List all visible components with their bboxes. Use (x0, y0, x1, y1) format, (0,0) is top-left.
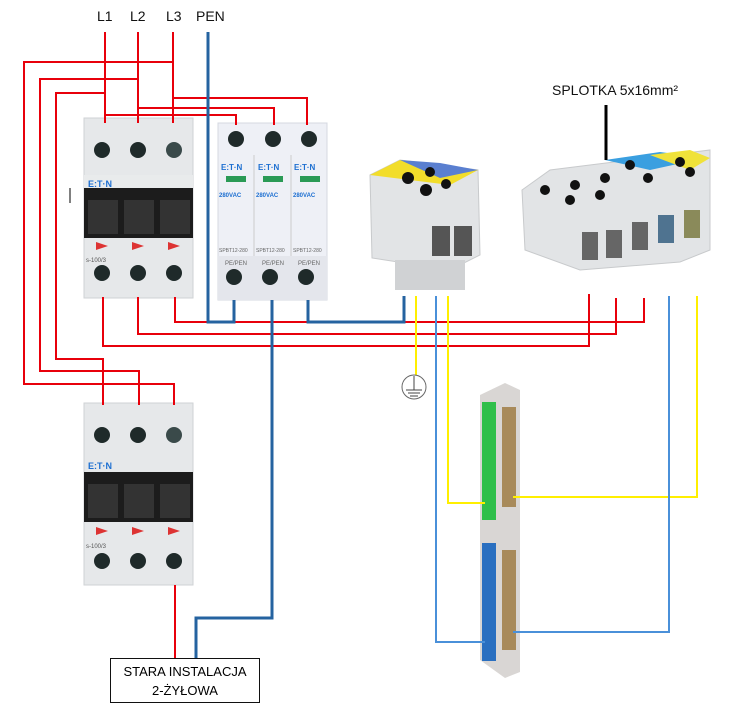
phase-wire (173, 97, 308, 125)
neutral-wire (513, 296, 670, 633)
surge-protector: E:T·N E:T·N E:T·N 280VAC 280VAC 280VAC S… (217, 122, 328, 301)
spd-model-1: SPBT12-280 (219, 248, 248, 254)
phase-wire (137, 297, 617, 335)
spd-brand-1: E:T·N (221, 163, 243, 172)
spd-pen-2: PE/PEN (262, 261, 284, 267)
switch-model: s-100/3 (86, 258, 107, 264)
spd-pen-3: PE/PEN (298, 261, 320, 267)
spd-voltage-1: 280VAC (219, 193, 242, 199)
pen-wire (194, 300, 274, 658)
spd-voltage-3: 280VAC (293, 193, 316, 199)
label-l1: L1 (97, 8, 113, 24)
pen-wire (306, 296, 406, 324)
spd-model-3: SPBT12-280 (293, 248, 322, 254)
wires (23, 32, 698, 658)
pen-terminal-block (369, 159, 481, 290)
neutral-wire (435, 296, 485, 643)
main-switch-top: E:T·N s-100/3 (83, 117, 194, 299)
switch-brand: E:T·N (88, 179, 112, 189)
phase-wire (39, 78, 140, 405)
label-l3: L3 (166, 8, 182, 24)
pe-wire (447, 296, 485, 504)
spd-brand-3: E:T·N (294, 163, 316, 172)
phase-wire (23, 61, 175, 405)
switch2-model: s-100/3 (86, 544, 107, 550)
old-installation-box: STARA INSTALACJA 2-ŻYŁOWA (110, 658, 260, 703)
phase-wire (105, 114, 237, 125)
label-l2: L2 (130, 8, 146, 24)
phase-wire (55, 92, 105, 405)
main-switch-bottom: E:T·N s-100/3 (83, 402, 194, 586)
old-installation-line2: 2-ŻYŁOWA (152, 683, 218, 698)
splotka-terminal-block (521, 149, 711, 271)
phase-wire (174, 297, 645, 323)
old-installation-line1: STARA INSTALACJA (123, 664, 247, 679)
pen-wire (206, 32, 236, 324)
phase-wire (102, 294, 590, 347)
spd-pen-1: PE/PEN (225, 261, 247, 267)
phase-wire (138, 107, 275, 125)
splotka-label: SPLOTKA 5x16mm² (552, 82, 679, 98)
distribution-rail (480, 383, 520, 678)
switch2-brand: E:T·N (88, 461, 112, 471)
earth-symbol (401, 374, 427, 400)
spd-brand-2: E:T·N (258, 163, 280, 172)
pe-wire (513, 296, 698, 498)
spd-model-2: SPBT12-280 (256, 248, 285, 254)
spd-voltage-2: 280VAC (256, 193, 279, 199)
label-pen: PEN (196, 8, 225, 24)
